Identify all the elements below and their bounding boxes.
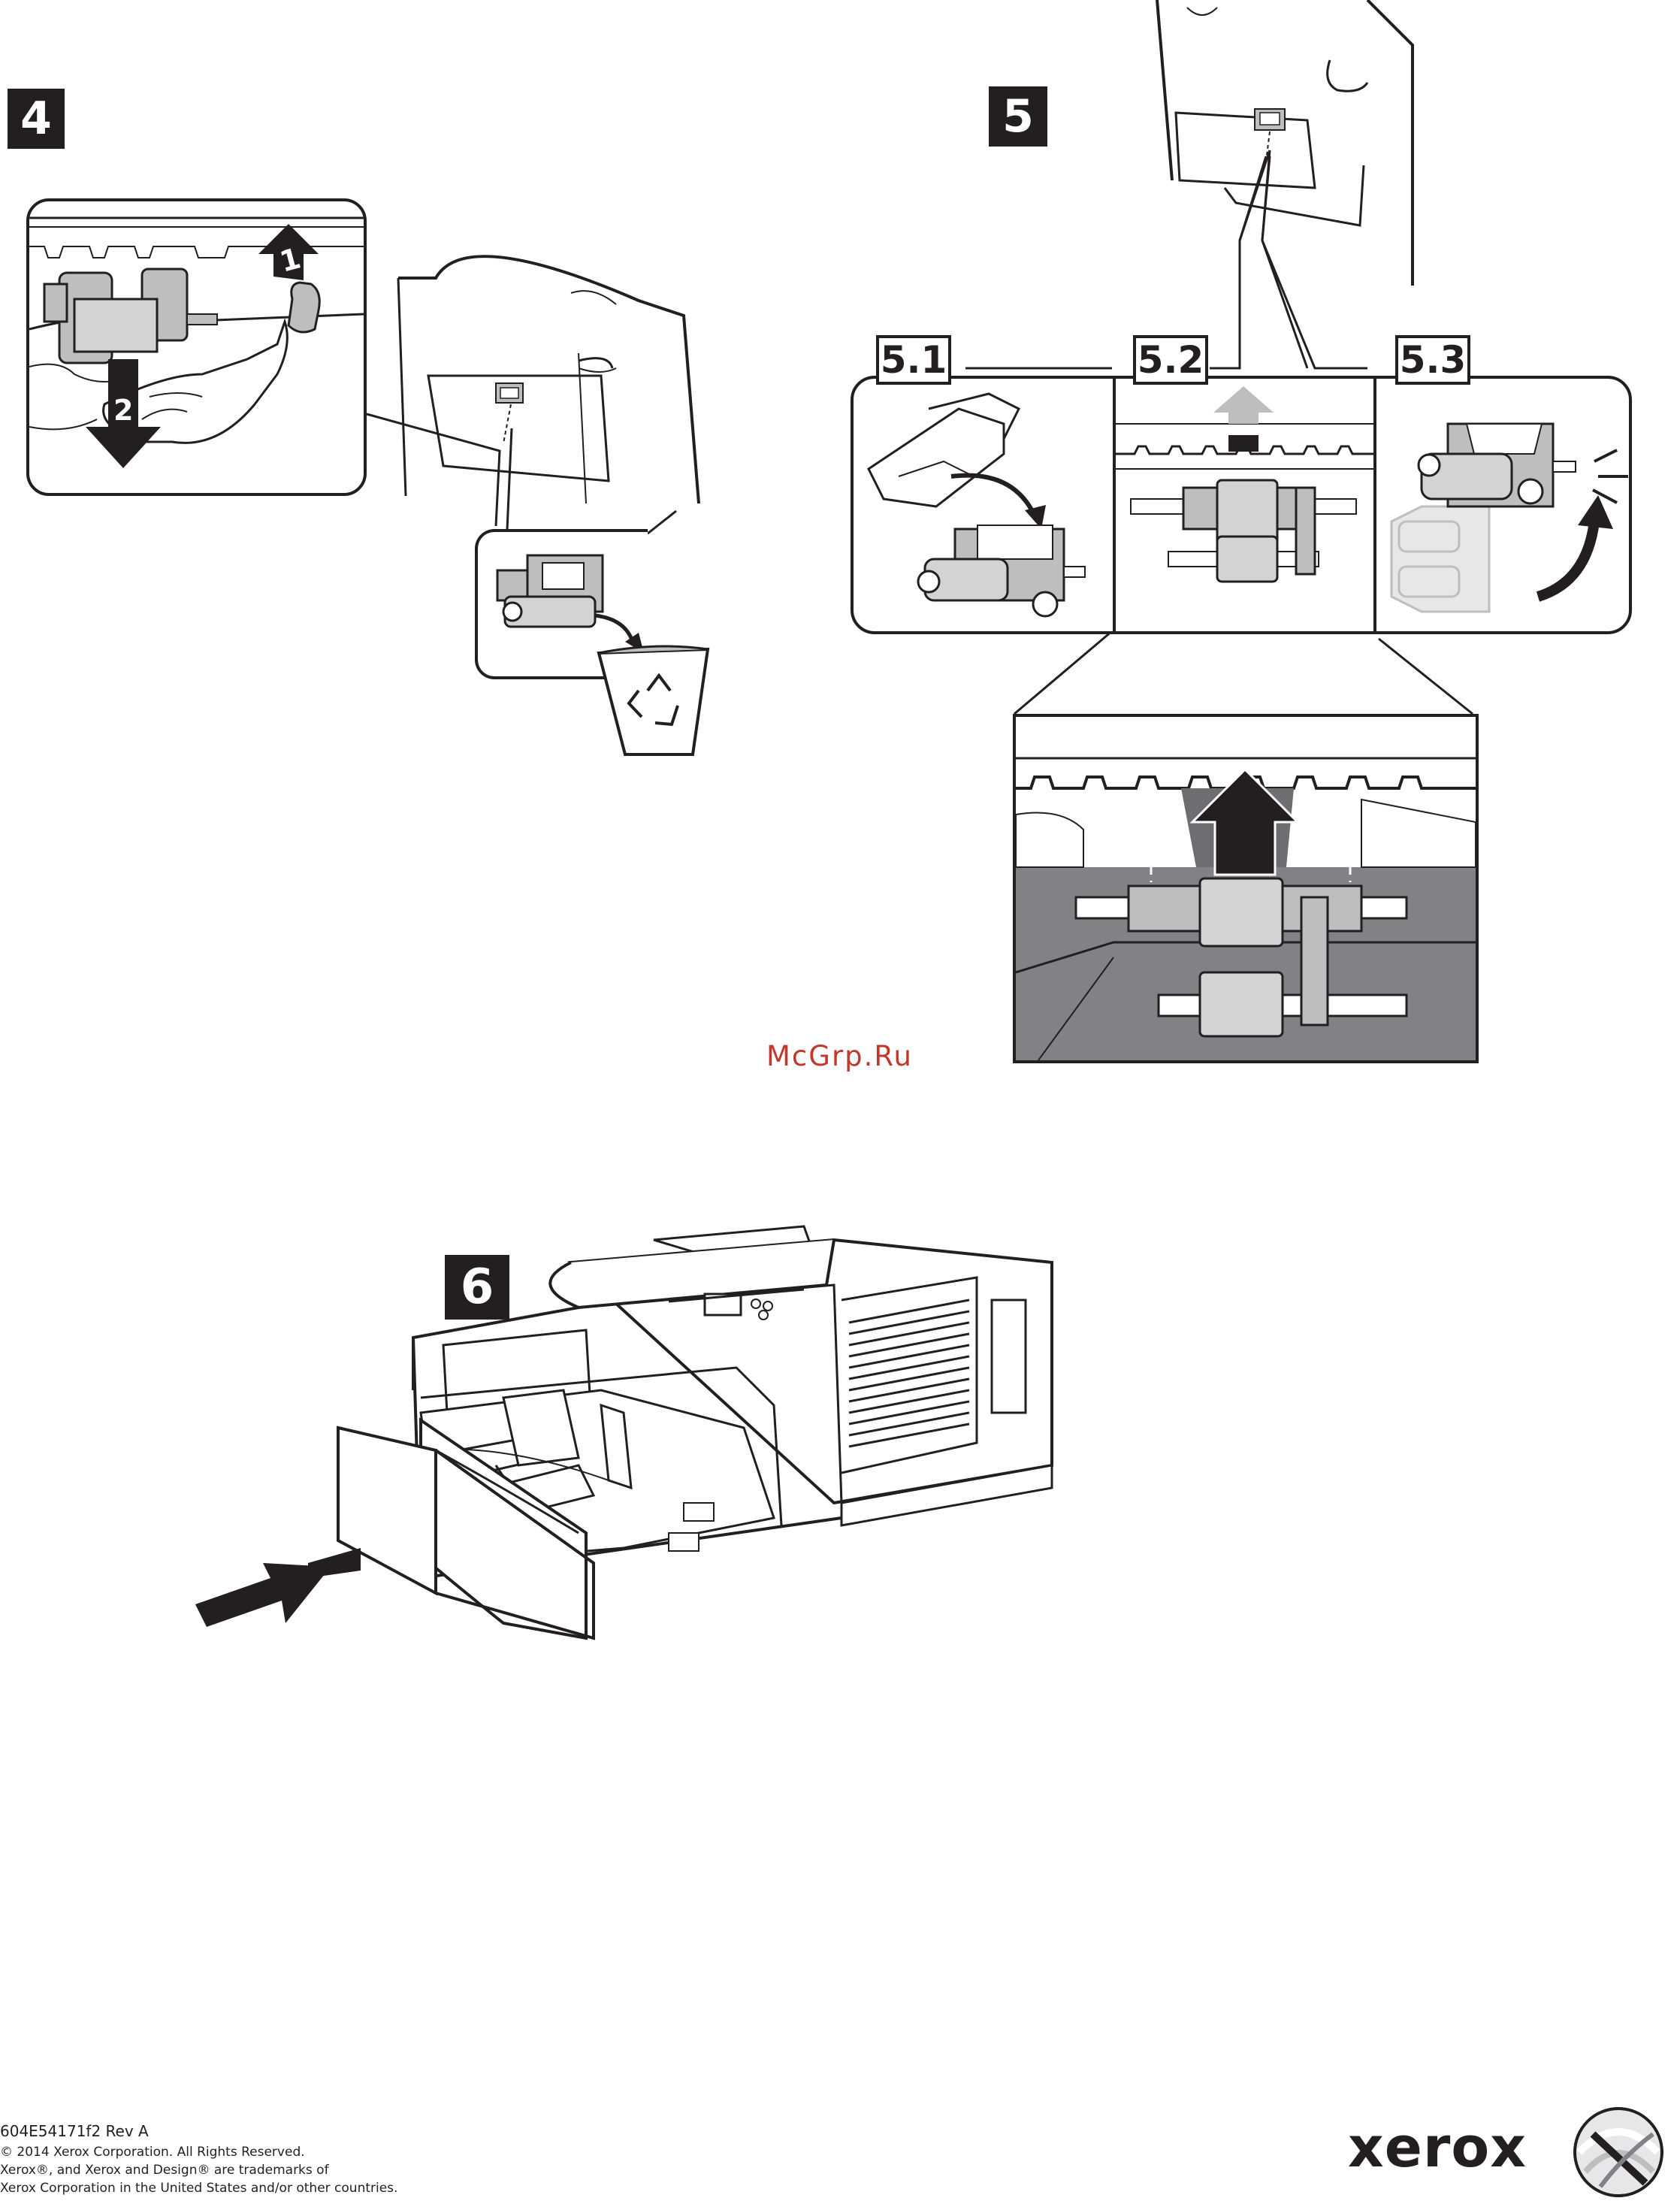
footer: 604E54171f2 Rev A © 2014 Xerox Corporati… xyxy=(0,2122,526,2197)
step-5-zoom-panel xyxy=(1013,714,1479,1063)
step-5-1-badge: 5.1 xyxy=(876,335,951,385)
step-5-subpanels xyxy=(851,376,1632,634)
step-5-2-badge: 5.2 xyxy=(1133,335,1208,385)
xerox-logo-text: xerox xyxy=(1348,2115,1527,2180)
trademark-line-1: Xerox®, and Xerox and Design® are tradem… xyxy=(0,2163,329,2178)
copyright-text: © 2014 Xerox Corporation. All Rights Res… xyxy=(0,2145,305,2160)
step-5-2-number: 5.2 xyxy=(1138,338,1204,382)
step-5-1-number: 5.1 xyxy=(881,338,947,382)
trademark-line-2: Xerox Corporation in the United States a… xyxy=(0,2181,397,2196)
doc-code: 604E54171f2 Rev A xyxy=(0,2122,149,2140)
xerox-sphere-logo-icon xyxy=(1570,2104,1666,2200)
watermark: McGrp.Ru xyxy=(766,1040,913,1072)
roller-zoom-illustration xyxy=(1016,717,1476,1060)
roller-click-illustration xyxy=(1376,379,1632,634)
roller-insert-illustration xyxy=(1116,379,1373,634)
new-roller-in-box-illustration xyxy=(854,379,1113,634)
printer-tray-insert-illustration xyxy=(353,1217,1074,1758)
step-5-3-number: 5.3 xyxy=(1400,338,1467,382)
step-5-3-badge: 5.3 xyxy=(1395,335,1470,385)
